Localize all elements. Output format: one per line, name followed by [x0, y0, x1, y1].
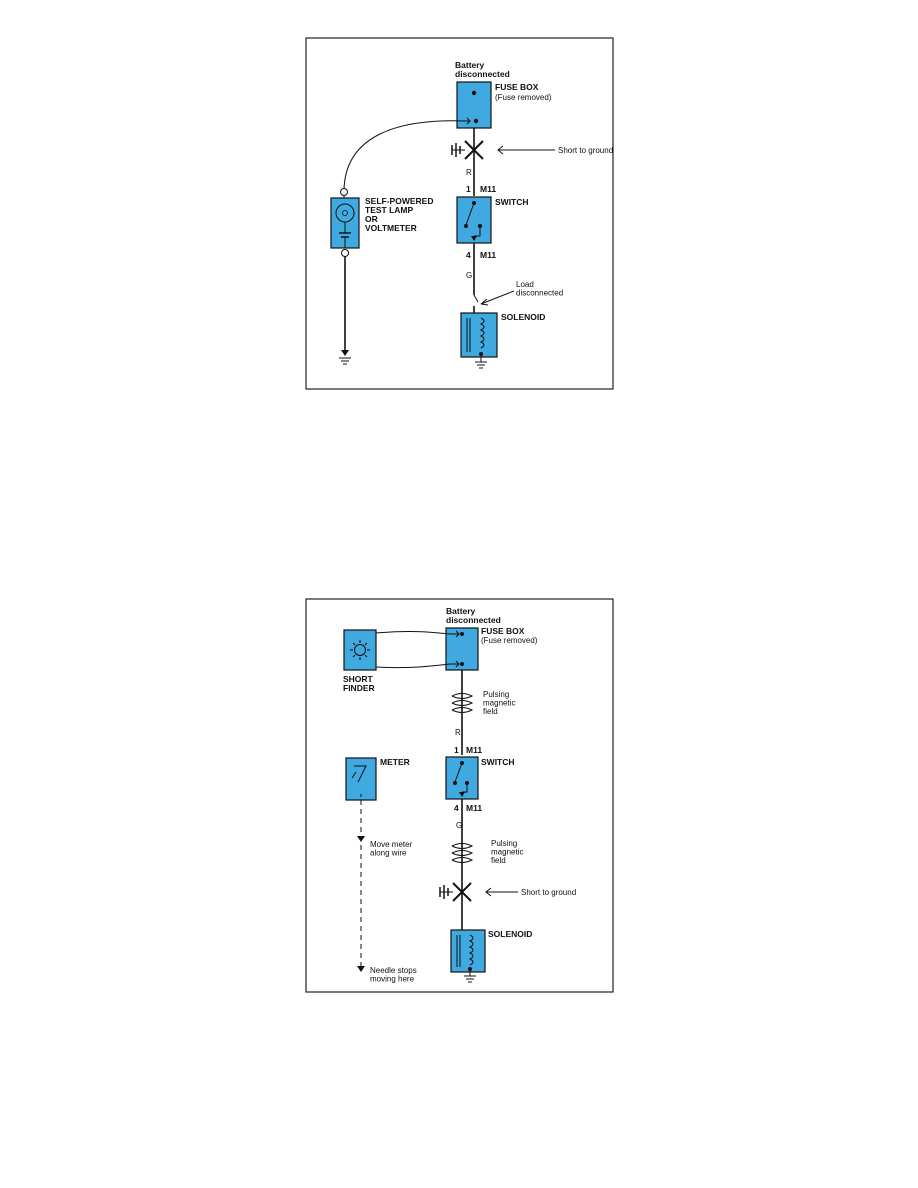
- solenoid-coil-icon: [479, 317, 485, 349]
- magnetic-field-top-icon: [451, 693, 474, 713]
- ground-symbol-icon: [451, 143, 465, 157]
- tester-bottom-terminal: [341, 249, 349, 257]
- meter-box: [345, 757, 377, 801]
- switch-in-connector-label: M11: [480, 184, 496, 194]
- solenoid-label-2: SOLENOID: [488, 929, 532, 939]
- switch-out-pin-label: 4: [466, 250, 471, 260]
- solenoid-box: [460, 312, 498, 358]
- load-arrow: [480, 290, 515, 305]
- tester-top-terminal: [340, 188, 348, 196]
- meter-arrow-bottom: [357, 966, 365, 972]
- switch-in-pin-label-2: 1: [454, 745, 459, 755]
- switch-box: [456, 196, 492, 244]
- solenoid-ground-icon: [475, 356, 487, 369]
- load-arrowhead: [480, 298, 489, 306]
- solenoid-terminal: [479, 352, 483, 356]
- fuse-removed-label: (Fuse removed): [495, 93, 552, 102]
- switch-out-connector-label: M11: [480, 250, 496, 260]
- sun-icon: [350, 640, 370, 660]
- short-arrow-2: [485, 887, 518, 897]
- short-x-icon: [464, 140, 484, 160]
- solenoid-box-2: [450, 929, 486, 973]
- tester-ground-icon: [339, 357, 351, 365]
- solenoid-coil-icon-2: [468, 934, 474, 966]
- meter-label: METER: [380, 757, 410, 767]
- switch-out-pin-label-2: 4: [454, 803, 459, 813]
- switch-terminal-bottom: [471, 236, 477, 241]
- fuse-box-label: FUSE BOX: [495, 82, 539, 92]
- meter-arrow-top: [357, 836, 365, 842]
- short-finder-box: [343, 629, 377, 671]
- switch-blade: [465, 202, 475, 226]
- fuse-box-label-2: FUSE BOX: [481, 626, 525, 636]
- load-break: [473, 294, 479, 303]
- switch-label-2: SWITCH: [481, 757, 515, 767]
- meter-needle-icon: [351, 765, 367, 797]
- wire-bottom-color-label-2: G: [456, 821, 462, 830]
- finder-lead-top: [375, 630, 451, 635]
- magnetic-field-bottom-icon: [451, 843, 474, 863]
- finder-lead-bottom: [375, 663, 451, 669]
- short-arrow: [497, 145, 555, 155]
- ground-symbol-icon-2: [439, 885, 453, 899]
- solenoid-ground-icon-2: [464, 971, 476, 983]
- solenoid-label: SOLENOID: [501, 312, 545, 322]
- fuse-terminal-top: [471, 90, 477, 96]
- switch-out-connector-label-2: M11: [466, 803, 482, 813]
- switch-label: SWITCH: [495, 197, 529, 207]
- fuse-terminal-bottom: [473, 118, 479, 124]
- switch-in-pin-label: 1: [466, 184, 471, 194]
- wire-bottom-color-label: G: [466, 271, 472, 280]
- switch-pivot: [464, 224, 468, 228]
- wire-top-color-label: R: [466, 168, 472, 177]
- short-x-icon-2: [452, 882, 472, 902]
- tester-lead-wire: [343, 120, 467, 191]
- fuse-removed-label-2: (Fuse removed): [481, 636, 538, 645]
- switch-in-connector-label-2: M11: [466, 745, 482, 755]
- short-to-ground-label-2: Short to ground: [521, 888, 576, 897]
- wire-top-color-label-2: R: [455, 728, 461, 737]
- short-to-ground-label: Short to ground: [558, 146, 613, 155]
